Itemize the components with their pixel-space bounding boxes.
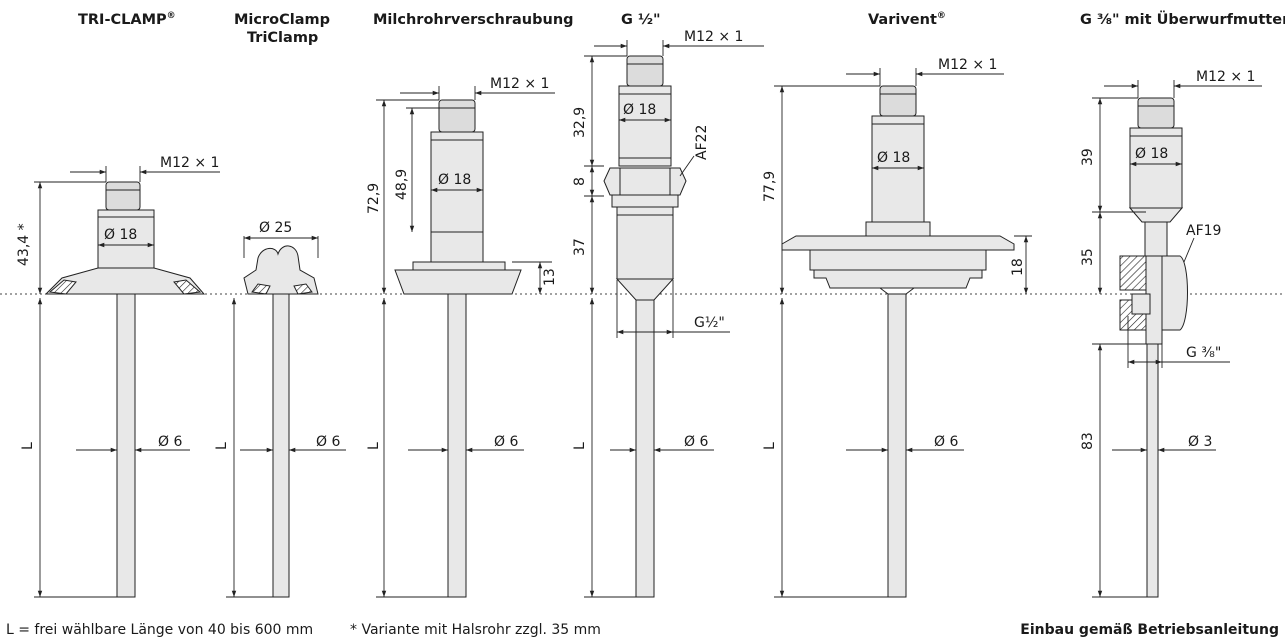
dim-d18-2: Ø 18 [438, 172, 471, 188]
dim-m12-3: M12 × 1 [684, 29, 743, 45]
footnote-install: Einbau gemäß Betriebsanleitung [1020, 622, 1279, 638]
dim-d6-1: Ø 6 [158, 434, 182, 450]
dim-18-height: 18 [1010, 258, 1026, 276]
dim-d18-1: Ø 18 [104, 227, 137, 243]
dim-L-1: L [20, 442, 36, 450]
label-g-half-thread: G½" [694, 315, 725, 331]
dim-d6-3: Ø 6 [494, 434, 518, 450]
dim-m12-5: M12 × 1 [1196, 69, 1255, 85]
dim-77-9: 77,9 [762, 171, 778, 202]
dims-triclamp: M12 × 1 Ø 18 43,4 * L Ø 6 [16, 155, 220, 598]
dim-d18-3: Ø 18 [623, 102, 656, 118]
dim-m12-2: M12 × 1 [490, 76, 549, 92]
dim-37: 37 [572, 238, 588, 256]
title-varivent: Varivent® [868, 11, 946, 28]
dim-d18-4: Ø 18 [877, 150, 910, 166]
dims-g-half: M12 × 1 Ø 18 32,9 8 37 AF22 G½" L Ø 6 [572, 29, 764, 598]
dim-13: 13 [542, 268, 558, 286]
label-af19: AF19 [1186, 223, 1221, 239]
dim-d6-2: Ø 6 [316, 434, 340, 450]
sensor-triclamp [44, 181, 206, 598]
footnote-length: L = frei wählbare Länge von 40 bis 600 m… [6, 622, 313, 638]
label-g-three-eighth-thread: G ⅜" [1186, 345, 1221, 361]
dim-L-2: L [214, 442, 230, 450]
dims-varivent: M12 × 1 Ø 18 77,9 18 L Ø 6 [762, 57, 1032, 598]
title-microclamp: MicroClamp [234, 12, 330, 28]
dims-milchrohr: M12 × 1 Ø 18 72,9 48,9 13 L Ø 6 [366, 76, 558, 598]
dims-microclamp: Ø 25 L Ø 6 [214, 220, 346, 598]
dim-L-5: L [762, 442, 778, 450]
dim-48-9: 48,9 [394, 169, 410, 200]
title-milchrohr: Milchrohrverschraubung [373, 12, 574, 28]
footnote-variant: * Variante mit Halsrohr zzgl. 35 mm [350, 622, 601, 638]
dim-L-3: L [366, 442, 382, 450]
dim-m12-1: M12 × 1 [160, 155, 219, 171]
title-g-half: G ½" [621, 12, 661, 28]
dim-d18-5: Ø 18 [1135, 146, 1168, 162]
dim-8: 8 [572, 177, 588, 186]
dim-d6-5: Ø 6 [934, 434, 958, 450]
dim-d25: Ø 25 [259, 220, 292, 236]
title-g-three-eighth: G ⅜" mit Überwurfmutter [1080, 10, 1285, 28]
sensor-milchrohr [394, 99, 522, 598]
dim-m12-4: M12 × 1 [938, 57, 997, 73]
dim-L-4: L [572, 442, 588, 450]
dims-g-three-eighth: M12 × 1 Ø 18 39 35 AF19 G ⅜" 83 Ø 3 [1080, 69, 1262, 598]
sensor-g-three-eighth [1119, 97, 1188, 598]
dim-height-triclamp: 43,4 * [16, 223, 32, 266]
dim-35: 35 [1080, 248, 1096, 266]
dim-72-9: 72,9 [366, 183, 382, 214]
title-triclamp: TRI-CLAMP® [78, 11, 176, 28]
sensor-g-half [603, 55, 687, 598]
dim-d6-4: Ø 6 [684, 434, 708, 450]
dim-39: 39 [1080, 148, 1096, 166]
dim-32-9: 32,9 [572, 107, 588, 138]
label-af22: AF22 [694, 125, 710, 160]
sensor-microclamp [243, 245, 319, 598]
dim-83: 83 [1080, 432, 1096, 450]
dim-d3: Ø 3 [1188, 434, 1212, 450]
title-triclamp-sub: TriClamp [247, 30, 318, 46]
